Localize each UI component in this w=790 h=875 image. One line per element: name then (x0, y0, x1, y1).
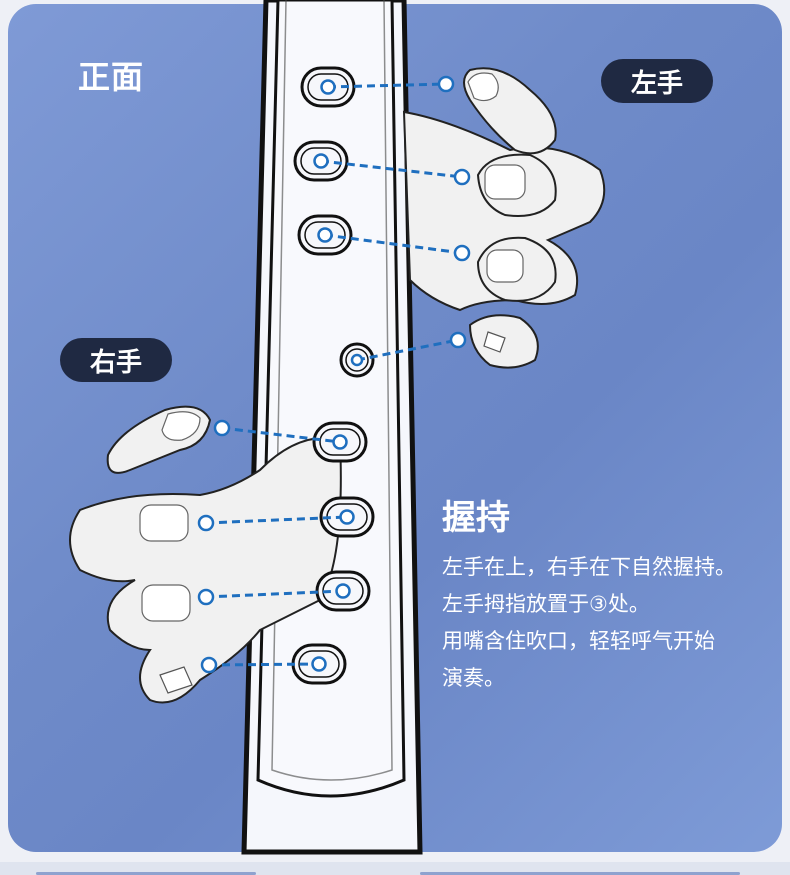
finger-connectors (205, 82, 463, 667)
right-hand-illustration (69, 405, 342, 704)
instruction-heading: 握持 (442, 498, 510, 538)
right-hand-tag: 右手 (60, 338, 172, 382)
grip-instructions: 握持 左手在上，右手在下自然握持。 左手拇指放置于③处。 用嘴含住吹口，轻轻呼气… (442, 490, 772, 697)
connector-dots (197, 75, 471, 674)
front-view-label: 正面 (78, 58, 145, 96)
next-section-strip (0, 862, 790, 875)
instruction-line: 左手在上，右手在下自然握持。 (442, 555, 736, 579)
left-hand-illustration (402, 67, 606, 369)
instruction-line: 左手拇指放置于③处。 (442, 592, 650, 616)
left-hand-tag: 左手 (601, 59, 713, 103)
instruction-line: 用嘴含住吹口，轻轻呼气开始 (442, 629, 715, 653)
instruction-line: 演奏。 (442, 666, 505, 690)
